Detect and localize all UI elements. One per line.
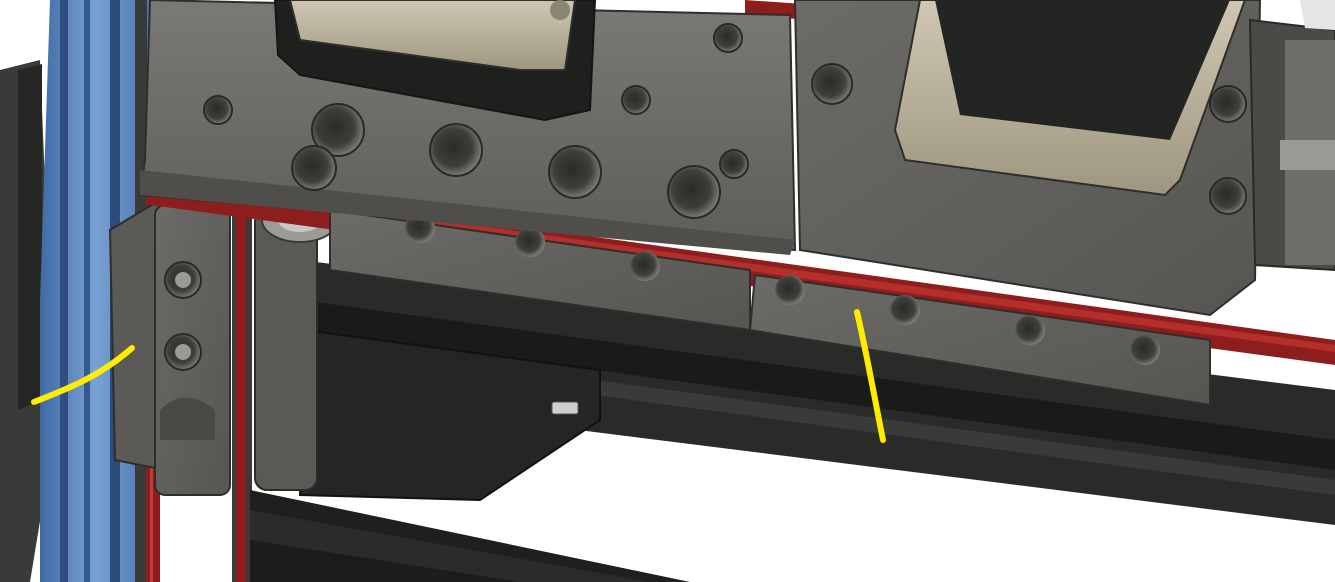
center-yellow-mark [854, 309, 886, 443]
main-top-plate [138, 0, 797, 255]
right-edge-parts [1248, 0, 1335, 272]
linear-carriage-blocks [329, 208, 1211, 407]
left-yellow-mark [31, 345, 135, 405]
left-side-bracket [108, 198, 231, 496]
right-motor-mount [793, 0, 1262, 317]
